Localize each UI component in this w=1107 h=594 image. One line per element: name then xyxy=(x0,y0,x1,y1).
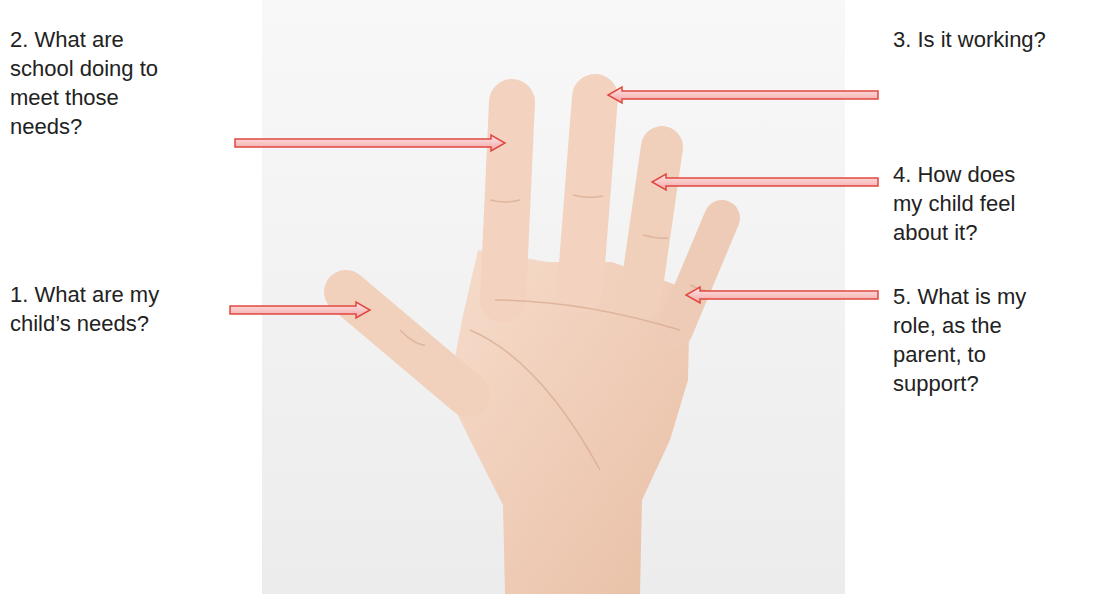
pointer-arrow xyxy=(235,135,505,151)
pointer-arrow xyxy=(230,302,370,318)
pointer-arrow xyxy=(686,287,878,303)
question-label: 5. What is my role, as the parent, to su… xyxy=(893,282,1045,398)
question-label: 4. How does my child feel about it? xyxy=(893,160,1035,247)
question-label: 1. What are my child’s needs? xyxy=(10,280,185,338)
question-label: 3. Is it working? xyxy=(893,25,1046,54)
hand xyxy=(346,97,722,594)
question-label: 2. What are school doing to meet those n… xyxy=(10,25,182,141)
pointer-arrow xyxy=(608,87,878,103)
pointer-arrow xyxy=(652,174,878,190)
hand-creases xyxy=(400,195,710,470)
pointer-arrows xyxy=(230,87,878,318)
